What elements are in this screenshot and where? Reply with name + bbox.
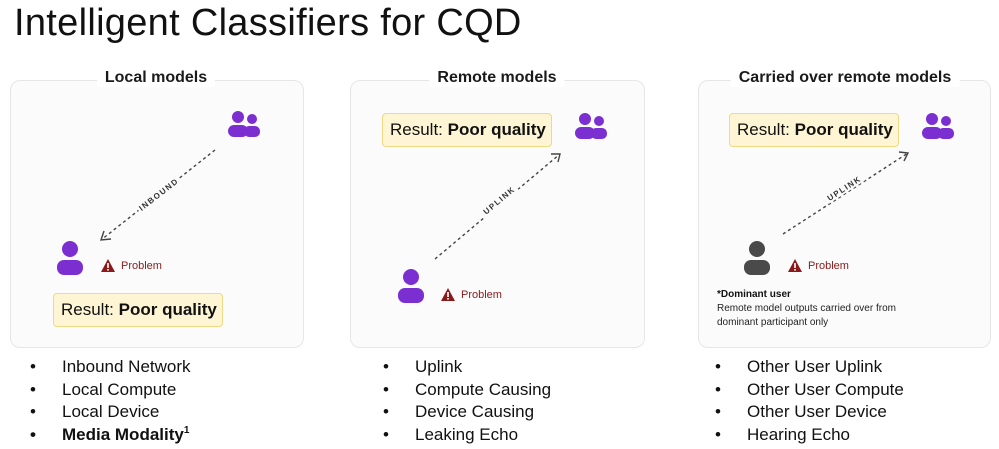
bullet-item: Other User Device (715, 401, 904, 424)
problem-indicator-carried: Problem (788, 259, 849, 272)
bullet-item: Hearing Echo (715, 424, 904, 447)
bullet-item: Leaking Echo (383, 424, 551, 447)
dominant-user-title: *Dominant user (717, 289, 791, 300)
problem-label: Problem (461, 288, 502, 301)
bullet-text: Media Modality (62, 424, 184, 444)
bullet-list-local: Inbound Network Local Compute Local Devi… (30, 356, 191, 446)
bullet-item: Device Causing (383, 401, 551, 424)
result-box-remote: Result: Poor quality (382, 113, 552, 147)
problem-indicator-remote: Problem (441, 288, 502, 301)
group-users-icon (575, 113, 607, 139)
result-box-carried-over: Result: Poor quality (729, 113, 899, 147)
bullet-item: Local Compute (30, 379, 191, 402)
group-users-icon (228, 111, 260, 137)
bullet-item-media-modality: Media Modality1 (30, 424, 191, 447)
problem-indicator-local: Problem (101, 259, 162, 272)
panel-heading-remote-models: Remote models (429, 69, 565, 87)
uplink-dashed-arrow (434, 153, 561, 260)
panel-heading-local-models: Local models (96, 69, 216, 87)
result-prefix: Result: (61, 300, 119, 319)
warning-icon (101, 259, 115, 272)
warning-icon (441, 288, 455, 301)
bullet-item: Inbound Network (30, 356, 191, 379)
result-value: Poor quality (794, 120, 893, 139)
result-prefix: Result: (737, 120, 795, 139)
local-user-icon (398, 269, 424, 303)
problem-label: Problem (121, 259, 162, 272)
page-title: Intelligent Classifiers for CQD (14, 2, 522, 44)
group-users-icon (922, 113, 954, 139)
result-prefix: Result: (390, 120, 448, 139)
bullet-item: Compute Causing (383, 379, 551, 402)
dominant-user-icon (744, 241, 770, 275)
bullet-item: Uplink (383, 356, 551, 379)
bullet-list-carried-over: Other User Uplink Other User Compute Oth… (715, 356, 904, 446)
footnote-marker: 1 (183, 424, 190, 436)
result-value: Poor quality (118, 300, 217, 319)
result-value: Poor quality (447, 120, 546, 139)
warning-icon (788, 259, 802, 272)
bullet-list-remote: Uplink Compute Causing Device Causing Le… (383, 356, 551, 446)
dominant-user-note: *Dominant user Remote model outputs carr… (717, 288, 977, 330)
bullet-item: Local Device (30, 401, 191, 424)
uplink-dashed-arrow (782, 151, 910, 235)
dominant-user-text: Remote model outputs carried over from d… (717, 303, 896, 328)
result-box-local: Result: Poor quality (53, 293, 223, 327)
local-user-icon (57, 241, 83, 275)
panel-heading-carried-over: Carried over remote models (730, 69, 960, 87)
problem-label: Problem (808, 259, 849, 272)
bullet-item: Other User Compute (715, 379, 904, 402)
bullet-item: Other User Uplink (715, 356, 904, 379)
